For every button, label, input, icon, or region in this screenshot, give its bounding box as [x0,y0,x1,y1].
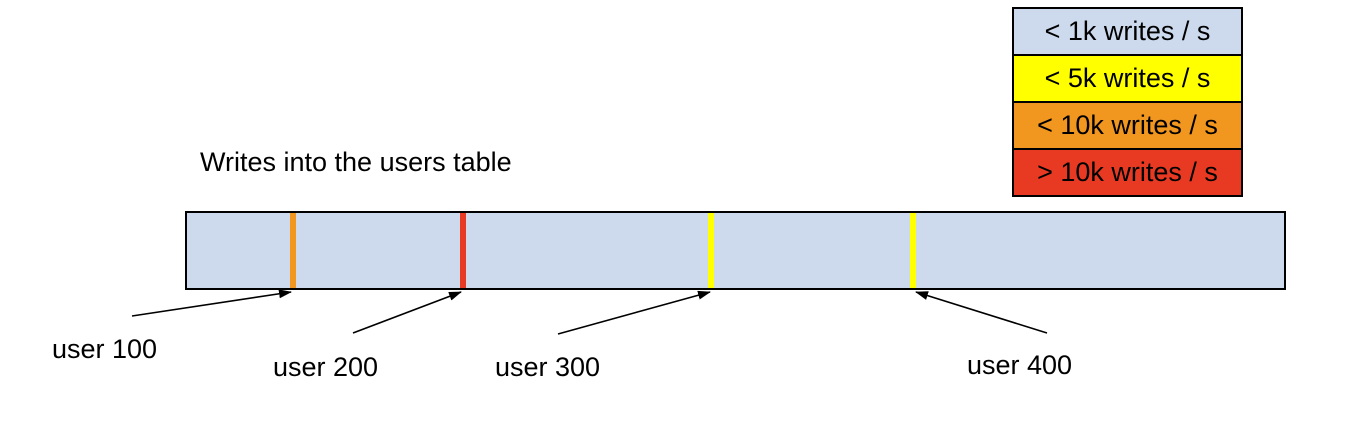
legend-item-3: > 10k writes / s [1012,148,1243,197]
diagram-title: Writes into the users table [200,147,512,177]
legend-item-0: < 1k writes / s [1012,7,1243,56]
legend-box: < 1k writes / s< 5k writes / s< 10k writ… [1012,7,1243,197]
users-table-bar [185,211,1286,290]
hotspot-tick-2 [708,213,714,288]
annotation-arrow-2 [557,290,711,335]
annotation-arrow-0 [131,289,292,317]
user-label-0: user 100 [52,334,158,364]
annotation-arrow-1 [352,291,462,334]
hotspot-tick-1 [460,213,466,288]
user-label-1: user 200 [273,352,379,382]
hotspot-tick-0 [290,213,296,288]
user-label-2: user 300 [495,352,601,382]
legend-item-2: < 10k writes / s [1012,101,1243,150]
legend-item-1: < 5k writes / s [1012,54,1243,103]
annotation-arrow-3 [915,291,1048,334]
hotspot-tick-3 [910,213,916,288]
user-label-3: user 400 [967,350,1073,380]
